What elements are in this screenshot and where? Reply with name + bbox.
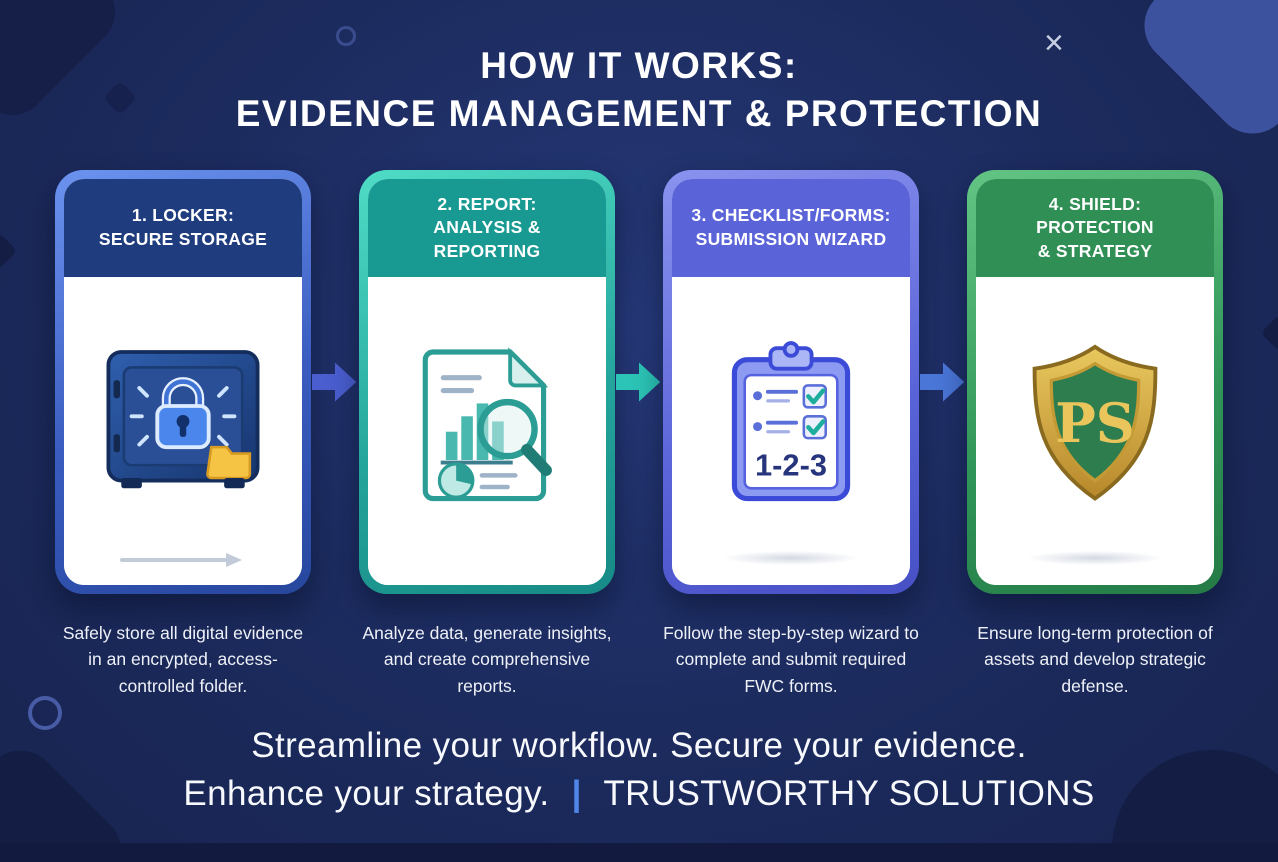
step-card-body <box>368 277 606 585</box>
step-card-header: 2. REPORT: ANALYSIS & REPORTING <box>368 179 606 277</box>
page-title: HOW IT WORKS: EVIDENCE MANAGEMENT & PROT… <box>0 42 1278 138</box>
step-title: 2. REPORT: ANALYSIS & REPORTING <box>433 193 541 261</box>
step-card-shield: 4. SHIELD: PROTECTION & STRATEGY PS <box>967 170 1223 594</box>
step-card-header: 1. LOCKER: SECURE STORAGE <box>64 179 302 277</box>
step-title: 1. LOCKER: SECURE STORAGE <box>98 205 268 249</box>
brand-name: TRUSTWORTHY SOLUTIONS <box>603 774 1095 814</box>
step-card-checklist: 3. CHECKLIST/FORMS: SUBMISSION WIZARD <box>663 170 919 594</box>
right-arrow-icon <box>120 553 242 567</box>
decorative-diamond-left-edge <box>0 232 18 270</box>
decorative-bottom-bar <box>0 843 1278 862</box>
flow-arrow-2-icon <box>616 362 661 402</box>
step-title: 3. CHECKLIST/FORMS: SUBMISSION WIZARD <box>691 205 891 249</box>
step-card-header: 4. SHIELD: PROTECTION & STRATEGY <box>976 179 1214 277</box>
decorative-circle-outline-top <box>336 26 356 46</box>
step-card-inner: 3. CHECKLIST/FORMS: SUBMISSION WIZARD <box>672 179 910 585</box>
checklist-row-1 <box>753 384 827 409</box>
tagline-line-2: Enhance your strategy. | TRUSTWORTHY SOL… <box>0 770 1278 818</box>
safe-lock-icon <box>106 350 260 489</box>
tagline-line-1: Streamline your workflow. Secure your ev… <box>251 726 1027 765</box>
step-description: Follow the step-by-step wizard to comple… <box>663 623 919 696</box>
wizard-steps-label: 1-2-3 <box>755 447 827 482</box>
shield-monogram: PS <box>1055 391 1135 455</box>
step-title: 4. SHIELD: PROTECTION & STRATEGY <box>1036 193 1154 261</box>
decorative-x-mark: × <box>1044 24 1064 62</box>
flow-arrow-1-icon <box>312 362 357 402</box>
icon-shadow <box>1028 551 1162 565</box>
magnifier-icon <box>477 398 552 477</box>
tagline-line-2-text: Enhance your strategy. <box>183 774 550 814</box>
step-card-body: 1-2-3 <box>672 277 910 585</box>
step-card-body: PS <box>976 277 1214 585</box>
flow-arrow-3-icon <box>920 362 965 402</box>
tagline-separator: | <box>571 774 582 814</box>
checklist-row-2 <box>753 415 827 440</box>
decorative-circle-outline-bottom-left <box>28 696 62 730</box>
step-card-inner: 2. REPORT: ANALYSIS & REPORTING <box>368 179 606 585</box>
descriptions-row: Safely store all digital evidence in an … <box>55 620 1223 699</box>
step-card-inner: 1. LOCKER: SECURE STORAGE <box>64 179 302 585</box>
report-analysis-icon <box>422 347 552 502</box>
steps-row: 1. LOCKER: SECURE STORAGE <box>55 170 1223 594</box>
step-card-body <box>64 277 302 585</box>
step-card-report: 2. REPORT: ANALYSIS & REPORTING <box>359 170 615 594</box>
step-card-inner: 4. SHIELD: PROTECTION & STRATEGY PS <box>976 179 1214 585</box>
step-description: Safely store all digital evidence in an … <box>62 623 304 696</box>
step-description: Analyze data, generate insights, and cre… <box>362 623 612 696</box>
decorative-diamond-right-edge <box>1260 314 1278 352</box>
shield-strategy-icon: PS <box>1032 344 1158 501</box>
icon-shadow <box>724 551 858 565</box>
checklist-wizard-icon: 1-2-3 <box>731 341 851 502</box>
step-description: Ensure long-term protection of assets an… <box>977 623 1213 696</box>
title-line-2: EVIDENCE MANAGEMENT & PROTECTION <box>235 93 1043 135</box>
footer-tagline: Streamline your workflow. Secure your ev… <box>0 722 1278 819</box>
title-line-1: HOW IT WORKS: <box>480 45 798 86</box>
step-card-locker: 1. LOCKER: SECURE STORAGE <box>55 170 311 594</box>
step-card-header: 3. CHECKLIST/FORMS: SUBMISSION WIZARD <box>672 179 910 277</box>
